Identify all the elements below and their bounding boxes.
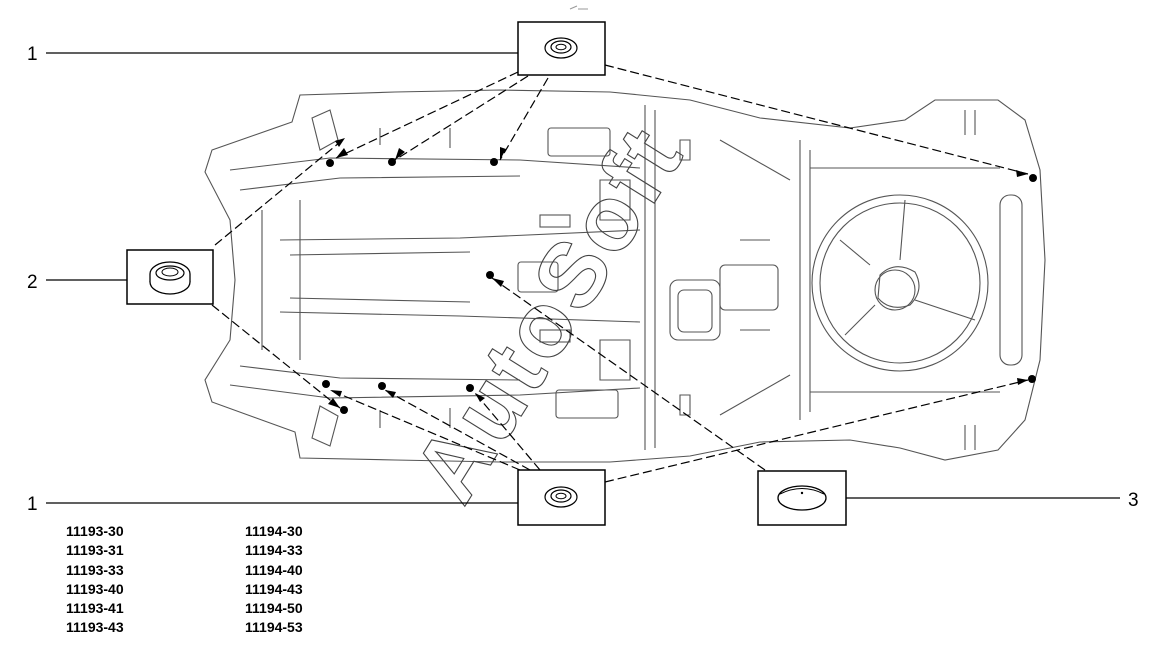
model-code: 11194-53 — [245, 619, 303, 636]
callout-label-cap: 3 — [1128, 490, 1139, 511]
model-code: 11193-40 — [66, 580, 124, 597]
callout-box-plug-top — [517, 21, 606, 76]
point-dot — [326, 159, 334, 167]
model-codes-col2: 11194-30 11194-33 11194-40 11194-43 1119… — [245, 522, 303, 638]
model-code: 11193-33 — [66, 561, 124, 578]
arrowheads — [328, 138, 1028, 408]
model-code: 11194-50 — [245, 600, 303, 617]
callout-box-grommet — [126, 249, 214, 305]
car-underbody — [204, 89, 1046, 463]
model-code: 11194-40 — [245, 561, 303, 578]
model-codes-col1: 11193-30 11193-31 11193-33 11193-40 1119… — [66, 522, 124, 638]
point-dot — [466, 384, 474, 392]
point-dot — [340, 406, 348, 414]
model-code: 11194-43 — [245, 580, 303, 597]
model-code: 11193-41 — [66, 600, 124, 617]
point-dot — [378, 382, 386, 390]
model-code: 11193-31 — [66, 542, 124, 559]
callout-label-plug-top: 1 — [27, 44, 38, 65]
callout-box-cap — [757, 470, 847, 526]
model-code: 11194-30 — [245, 523, 303, 539]
watermark-text: AutoSoft — [394, 108, 703, 518]
point-dot — [490, 158, 498, 166]
model-code: 11193-30 — [66, 523, 124, 539]
callout-label-plug-bottom: 1 — [27, 494, 38, 515]
model-code: 11193-43 — [66, 619, 124, 636]
fixing-points — [322, 158, 1037, 414]
point-dot — [388, 158, 396, 166]
model-code: 11194-33 — [245, 542, 303, 559]
callout-box-plug-bottom — [517, 469, 606, 526]
top-mark — [569, 5, 588, 10]
point-dot — [486, 271, 494, 279]
point-dot — [322, 380, 330, 388]
callout-label-grommet: 2 — [27, 272, 38, 293]
point-dot — [1028, 375, 1036, 383]
leader-lines — [211, 64, 1029, 483]
point-dot — [1029, 174, 1037, 182]
